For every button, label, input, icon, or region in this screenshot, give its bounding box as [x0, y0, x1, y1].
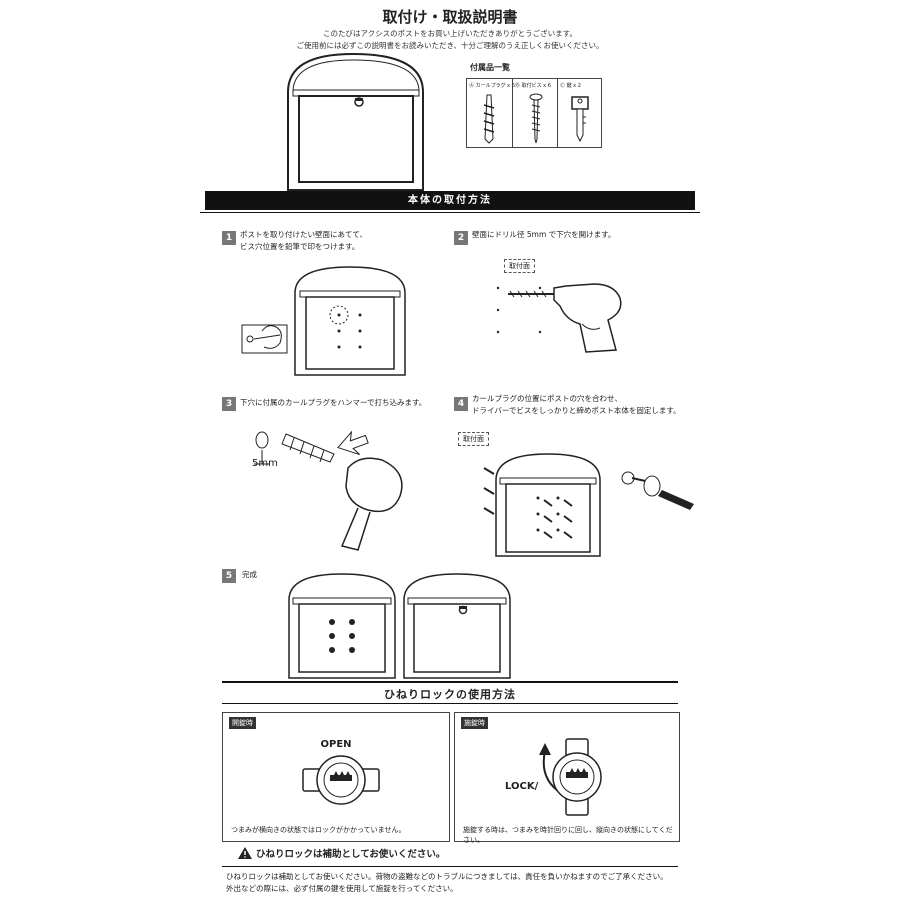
- part-label: Ⓑ 取付ビス x 6: [515, 83, 551, 89]
- hole-diameter-label: 5mm: [252, 458, 278, 469]
- step-4-line: ドライバーでビスをしっかりと締めポスト本体を固定します。: [472, 406, 681, 415]
- intro-line-1: このたびはアクシスのポストをお買い上げいただきありがとうございます。: [323, 29, 577, 38]
- step-2-text: 壁面にドリル径 5mm で下穴を開けます。: [472, 229, 615, 241]
- step-3-illustration: [254, 430, 403, 551]
- step-5-line: 完成: [242, 570, 257, 579]
- parts-list-title: 付属品一覧: [470, 63, 510, 72]
- step-number-2: 2: [454, 231, 468, 245]
- step-2-line: 壁面にドリル径 5mm で下穴を開けます。: [472, 230, 616, 239]
- section-divider-bottom: [222, 703, 678, 704]
- lock-panel-open: 開錠時 OPEN つまみが横向きの状態ではロックがかかっていません。: [222, 712, 450, 842]
- step-number-3: 3: [222, 397, 236, 411]
- mailbox-front-illustration: [287, 52, 424, 191]
- note-line-1: ひねりロックは補助としてお使いください。荷物の盗難などのトラブルにつきましては、…: [226, 872, 668, 881]
- parts-list: Ⓐ カールプラグ x 6 Ⓑ 取付ビス x 6 Ⓒ 鍵 x 2: [466, 78, 602, 148]
- document-title: 取付け・取扱説明書: [382, 8, 518, 26]
- step-1-text: ポストを取り付けたい壁面にあてて、 ビス穴位置を鉛筆で印をつけます。: [240, 229, 367, 253]
- step-1-line: ビス穴位置を鉛筆で印をつけます。: [240, 242, 360, 251]
- open-label: OPEN: [320, 739, 352, 750]
- step-4-text: カールプラグの位置にポストの穴を合わせ、 ドライバーでビスをしっかりと締めポスト…: [472, 393, 681, 417]
- part-wall-plug: Ⓐ カールプラグ x 6: [467, 79, 515, 147]
- warning-icon: [238, 847, 252, 859]
- step-4-illustration: [483, 453, 694, 557]
- part-key: Ⓒ 鍵 x 2: [557, 79, 602, 147]
- lock-panel-locked: 施錠時 LOCK/ 施錠する時は、つまみを時計回りに回し、縦向きの状態にしてくだ…: [454, 712, 680, 844]
- drill-illustration: [496, 283, 622, 353]
- wall-plug-icon: [483, 94, 495, 144]
- mounting-surface-tag: 取付面: [458, 432, 489, 446]
- step-1-line: ポストを取り付けたい壁面にあてて、: [240, 230, 367, 239]
- lock-caption: 施錠する時は、つまみを時計回りに回し、縦向きの状態にしてください。: [463, 826, 673, 844]
- intro-line-2: ご使用前には必ずこの説明書をお読みいただき、十分ご理解のうえ正しくお使いください…: [296, 41, 604, 50]
- section-title-twist-lock: ひねりロックの使用方法: [384, 688, 516, 701]
- lock-label: LOCK/: [505, 781, 539, 792]
- part-label: Ⓒ 鍵 x 2: [560, 83, 581, 89]
- panel-tag-locked: 施錠時: [461, 717, 488, 729]
- section-divider-top: [222, 681, 678, 683]
- part-label: Ⓐ カールプラグ x 6: [469, 83, 515, 89]
- panel-tag-open: 開錠時: [229, 717, 256, 729]
- caution-text: ひねりロックは補助としてお使いください。: [256, 849, 446, 860]
- note-line-2: 外出などの際には、必ず付属の鍵を使用して施錠を行ってください。: [226, 884, 458, 893]
- step-1-illustration: [241, 266, 406, 376]
- notes-divider: [222, 866, 678, 867]
- step-3-text: 下穴に付属のカールプラグをハンマーで打ち込みます。: [240, 397, 426, 409]
- step-number-1: 1: [222, 231, 236, 245]
- lock-label-text: LOCK: [505, 781, 535, 792]
- lock-knob-horizontal-icon: [302, 755, 380, 805]
- completed-mailbox-open: [288, 573, 396, 679]
- part-screw: Ⓑ 取付ビス x 6: [512, 79, 557, 147]
- step-5-text: 完成: [242, 569, 257, 581]
- step-number-4: 4: [454, 397, 468, 411]
- open-caption: つまみが横向きの状態ではロックがかかっていません。: [231, 826, 406, 834]
- key-icon: [571, 96, 589, 143]
- screw-icon: [529, 93, 543, 144]
- step-4-line: カールプラグの位置にポストの穴を合わせ、: [472, 394, 622, 403]
- step-3-line: 下穴に付属のカールプラグをハンマーで打ち込みます。: [240, 398, 427, 407]
- step-number-5: 5: [222, 569, 236, 583]
- mounting-surface-tag: 取付面: [504, 259, 535, 273]
- section-title-installation: 本体の取付方法: [200, 191, 700, 213]
- lock-knob-vertical-icon: [552, 738, 602, 816]
- completed-mailbox-closed: [403, 573, 511, 679]
